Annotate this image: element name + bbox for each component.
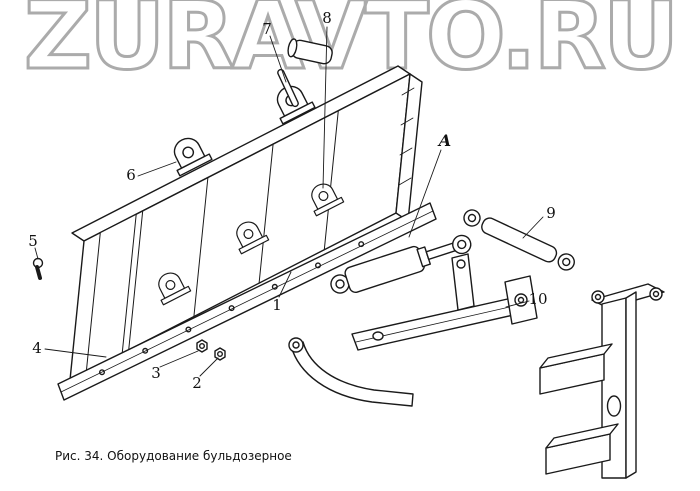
callout-A: A [437,131,451,150]
leader-lines [34,26,544,377]
pin-item7 [277,68,299,108]
callout-2: 2 [192,374,202,392]
callout-6: 6 [126,166,136,184]
cutting-edge [57,202,437,401]
callout-4: 4 [32,339,42,357]
callout-3: 3 [151,364,161,382]
callout-9: 9 [546,204,556,222]
callout-8: 8 [322,9,332,27]
mounting-frame [539,283,665,479]
bolt-item5 [32,257,44,280]
blade-moldboard [69,65,423,381]
watermark-text: ZURAVTO.RU [22,0,680,91]
link-item9 [463,209,575,271]
callout-10: 10 [528,290,547,308]
nut-item3 [196,339,208,353]
bushing-item8 [287,38,333,65]
hydraulic-cylinder [330,234,472,294]
figure-caption: Рис. 34. Оборудование бульдозерное [55,449,292,463]
callout-1: 1 [272,296,282,314]
callout-5: 5 [28,232,38,250]
nut-item2 [214,347,226,361]
push-frame-item10 [288,253,538,407]
callout-7: 7 [262,20,272,38]
callout-labels: 7 8 6 5 4 3 2 1 A 9 10 [28,9,556,392]
